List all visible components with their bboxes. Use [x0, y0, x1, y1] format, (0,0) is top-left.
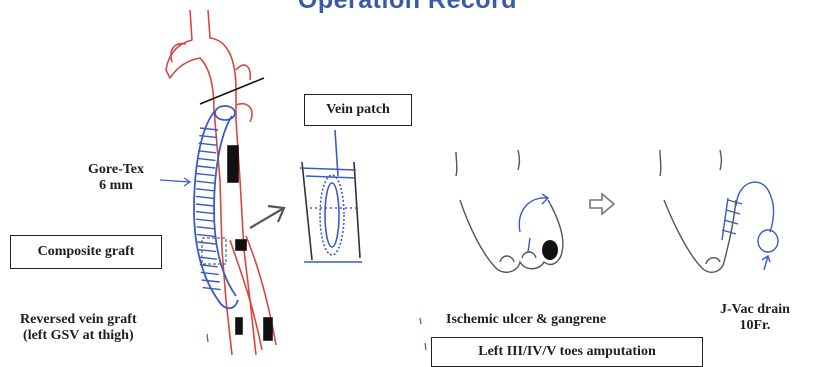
graft-ring [196, 204, 214, 206]
jvac-line2: 10Fr. [720, 318, 790, 334]
composite-graft-box: Composite graft [10, 235, 162, 269]
ischemic-pointer [420, 318, 421, 324]
graft-ring [201, 272, 219, 274]
graft-ring [197, 234, 215, 236]
graft-ring [198, 242, 216, 244]
amputation-box: Left III/IV/V toes amputation [431, 337, 703, 367]
graft-ring [196, 219, 214, 221]
reversed-vein-graft-label: Reversed vein graft (left GSV at thigh) [20, 312, 137, 344]
graft-ring [197, 166, 215, 168]
graft-ring [197, 227, 215, 229]
gore-tex-label: Gore-Tex 6 mm [88, 162, 144, 194]
gangrene-mark [542, 240, 558, 260]
reversed-vein-line1: Reversed vein graft [20, 312, 137, 328]
jvac-drain [736, 182, 778, 270]
graft-ring [202, 280, 220, 282]
amputation-sutures [722, 198, 742, 240]
jvac-label: J-Vac drain 10Fr. [720, 302, 790, 334]
graft-ring [198, 158, 216, 160]
reversed-vein-pointer [207, 334, 208, 342]
gore-tex-label-line1: Gore-Tex [88, 162, 144, 178]
gore-tex-label-line2: 6 mm [88, 178, 144, 194]
amputation-pointer [425, 343, 426, 350]
ischemic-label: Ischemic ulcer & gangrene [446, 312, 606, 328]
reversed-vein-line2: (left GSV at thigh) [20, 328, 137, 344]
graft-ring [196, 189, 214, 191]
graft-ring [196, 212, 214, 214]
detail-arrow [250, 206, 284, 228]
graft-ring [203, 288, 221, 290]
foot-amputated [660, 150, 736, 272]
graft-ring [196, 181, 214, 183]
graft-ring [196, 196, 214, 198]
graft-ring [198, 250, 216, 252]
vein-patch-detail [300, 130, 362, 262]
transition-arrow [590, 194, 614, 214]
graft-ring [199, 143, 217, 145]
graft-ring [198, 151, 216, 153]
jvac-line1: J-Vac drain [720, 302, 790, 318]
graft-ring [197, 174, 215, 176]
vein-patch-box: Vein patch [304, 94, 412, 126]
gore-tex-pointer [160, 178, 190, 186]
ischemic-arrow [519, 194, 548, 252]
